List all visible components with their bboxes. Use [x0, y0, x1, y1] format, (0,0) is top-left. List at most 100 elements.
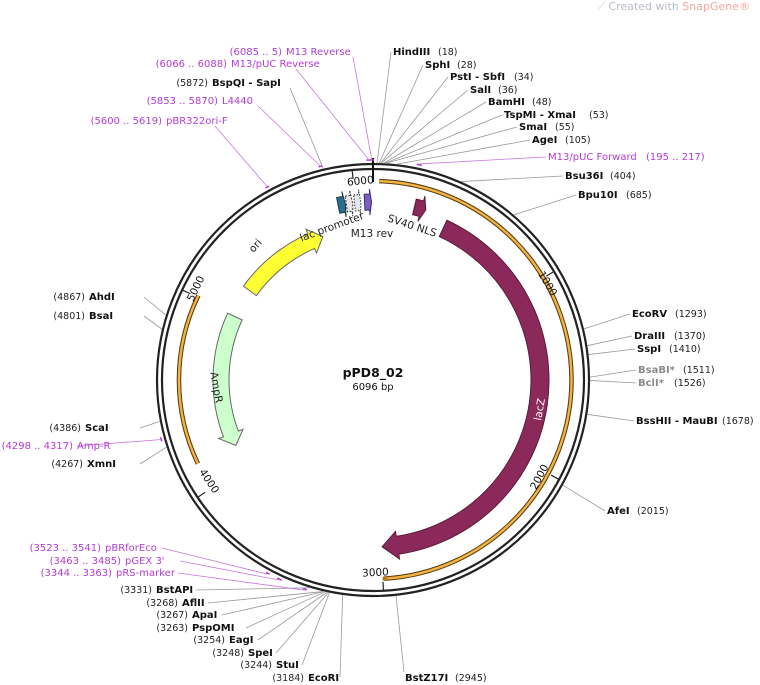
enzyme-name: TspMI - XmaI [504, 110, 576, 121]
enzyme-pos: (34) [514, 72, 534, 83]
primer-leader [76, 439, 161, 447]
enzyme-leader [245, 591, 326, 629]
primer-mark [265, 571, 270, 575]
enzyme-sali[interactable]: SalI(36) [470, 85, 518, 96]
watermark-icon: ⟋ [597, 0, 605, 13]
enzyme-psti-sbfi[interactable]: PstI - SbfI(34) [450, 72, 534, 83]
enzyme-bamhi[interactable]: BamHI(48) [488, 97, 552, 108]
enzyme-pos: (36) [498, 85, 518, 96]
primer-name: pBRforEco [105, 543, 157, 554]
enzyme-pos: (105) [565, 135, 591, 146]
primer-m13-reverse[interactable]: (6085 .. 5)M13 Reverse [230, 47, 351, 58]
enzyme-leader [143, 315, 163, 330]
enzyme-hindiii[interactable]: HindIII(18) [393, 47, 458, 58]
enzyme-pos: (3267) [156, 610, 188, 621]
enzyme-name: Bsu36I [565, 171, 603, 182]
tick-label: 3000 [362, 566, 389, 579]
enzyme-pos: (685) [626, 190, 652, 201]
enzyme-tspmi-xmai[interactable]: TspMI - XmaI(53) [504, 110, 609, 121]
enzyme-bsu36i[interactable]: Bsu36I(404) [565, 171, 636, 182]
enzyme-name: ScaI [85, 423, 109, 434]
primer-m13puc-forward[interactable]: M13/pUC Forward(195 .. 217) [548, 152, 705, 163]
enzyme-sphi[interactable]: SphI(28) [425, 60, 477, 71]
enzyme-name: AfeI [607, 506, 630, 517]
enzyme-smai[interactable]: SmaI(55) [519, 122, 575, 133]
enzyme-leader [383, 101, 487, 164]
watermark-prefix: Created with [608, 0, 683, 13]
primer-leader [177, 572, 305, 591]
enzyme-pos: (1678) [722, 416, 754, 427]
enzyme-spei[interactable]: (3248) SpeI [212, 648, 272, 659]
enzyme-bsai[interactable]: (4801)BsaI [53, 311, 113, 322]
enzyme-aflii[interactable]: (3268)AflII [146, 598, 204, 609]
enzyme-bstapi[interactable]: (3331)BstAPI [120, 585, 193, 596]
enzyme-ecori[interactable]: (3184)EcoRI [272, 673, 339, 684]
primer-name: Amp-R [77, 441, 111, 452]
enzyme-stui[interactable]: (3244)StuI [240, 660, 298, 671]
enzyme-ahdi[interactable]: (4867)AhdI [53, 292, 114, 303]
enzyme-pos: (4386) [49, 423, 81, 434]
primer-mark [302, 587, 308, 591]
enzyme-ecorv[interactable]: EcoRV(1293) [632, 309, 707, 320]
enzyme-pos: (48) [532, 97, 552, 108]
enzyme-bpu10i[interactable]: Bpu10I(685) [578, 190, 652, 201]
enzyme-eagi[interactable]: (3254)EagI [193, 635, 253, 646]
primer-pgex-3[interactable]: (3463 .. 3485)pGEX 3' [50, 556, 165, 567]
orf-arc-end [382, 576, 388, 582]
enzyme-agei[interactable]: AgeI(105) [532, 135, 591, 146]
enzyme-bsshii-maubi[interactable]: BssHII - MauBI(1678) [636, 416, 754, 427]
primer-pbr322ori-f[interactable]: (5600 .. 5619)pBR322ori-F [91, 116, 228, 127]
primer-range: (3523 .. 3541) [30, 543, 102, 554]
watermark-brand: SnapGene® [682, 0, 750, 13]
primer-name: M13/pUC Reverse [231, 59, 320, 70]
enzyme-leader [587, 413, 635, 422]
orf-arc [379, 179, 573, 580]
enzyme-leader [380, 89, 469, 164]
enzyme-name: BsaI [89, 311, 113, 322]
tick-mark [181, 289, 191, 295]
enzyme-leader [589, 380, 637, 384]
enzyme-bsabi[interactable]: BsaBI*(1511) [638, 365, 715, 376]
feature-layer [212, 188, 550, 561]
primer-range: (6085 .. 5) [230, 47, 282, 58]
enzyme-leader [339, 594, 344, 678]
enzyme-name: BspQI - SapI [212, 78, 281, 89]
enzyme-bcli[interactable]: BclI*(1526) [638, 378, 706, 389]
enzyme-pos: (5872) [176, 78, 208, 89]
feature-lac-operator [353, 189, 362, 216]
enzyme-leader [587, 335, 633, 347]
enzyme-leader [378, 64, 424, 164]
primer-amp-r[interactable]: (4298 .. 4317)Amp-R [2, 441, 111, 452]
feature-label-sv40-nls: SV40 NLS [386, 213, 438, 240]
enzyme-bspqi-sapi[interactable]: (5872) BspQI - SapI [176, 78, 281, 89]
enzyme-leader [376, 51, 392, 164]
enzyme-draiii[interactable]: DraIII(1370) [634, 331, 706, 342]
primer-name: pRS-marker [116, 568, 176, 579]
primer-leader [179, 560, 280, 581]
plasmid-name: pPD8_02 [343, 365, 404, 381]
enzyme-leader [275, 592, 329, 654]
enzyme-scai[interactable]: (4386) ScaI [49, 423, 108, 434]
primer-prs-marker[interactable]: (3344 .. 3363)pRS-marker [41, 568, 176, 579]
enzyme-leader [385, 126, 518, 164]
enzyme-pos: (3248) [212, 648, 244, 659]
primer-range: (5853 .. 5870) [147, 96, 219, 107]
enzyme-sspi[interactable]: SspI(1410) [637, 344, 701, 355]
enzyme-apai[interactable]: (3267)ApaI [156, 610, 217, 621]
primer-mark [159, 437, 163, 442]
primer-m13puc-reverse[interactable]: (6066 .. 6088)M13/pUC Reverse [156, 59, 320, 70]
enzyme-pspomi[interactable]: (3263)PspOMI [156, 623, 234, 634]
tick-mark [351, 169, 354, 180]
enzyme-leader [207, 591, 325, 604]
feature-cap-site [344, 190, 354, 217]
feature-lacz-arrow [381, 219, 550, 561]
enzyme-xmni[interactable]: (4267)XmnI [51, 459, 116, 470]
feature-label-lacz: lacZ [532, 397, 548, 421]
enzyme-name: SpeI [248, 648, 273, 659]
enzyme-bstz17i[interactable]: BstZ17I(2945) [405, 673, 487, 684]
enzyme-pos: (4267) [51, 459, 83, 470]
primer-l4440[interactable]: (5853 .. 5870)L4440 [147, 96, 253, 107]
enzyme-afei[interactable]: AfeI(2015) [607, 506, 669, 517]
primer-pbrforeco[interactable]: (3523 .. 3541)pBRforEco [30, 543, 157, 554]
